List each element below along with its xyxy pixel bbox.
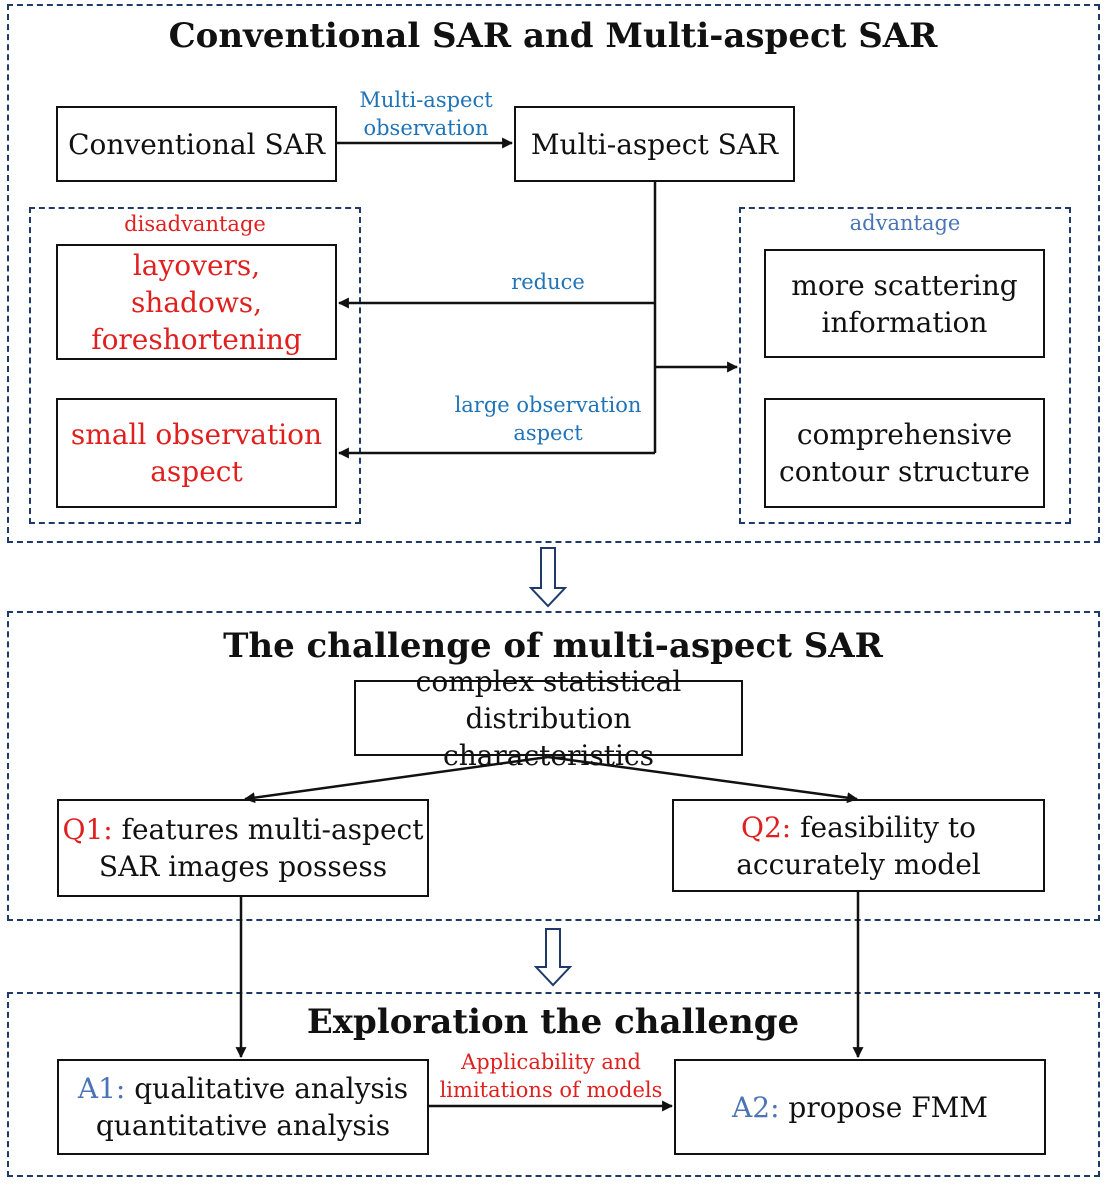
- a2-box: A2: propose FMM: [674, 1059, 1046, 1155]
- q1-prefix: Q1:: [62, 813, 113, 846]
- multi-aspect-observation-line2: observation: [363, 116, 489, 140]
- layovers-line1: layovers,: [132, 248, 261, 282]
- contour-line1: comprehensive: [796, 418, 1013, 451]
- section-title-exploration: Exploration the challenge: [306, 1002, 800, 1042]
- multi-aspect-sar-box: Multi-aspect SAR: [514, 106, 795, 182]
- large-observation-label: large observation aspect: [438, 391, 658, 447]
- a2-prefix: A2:: [732, 1090, 780, 1124]
- q2-box: Q2: feasibility to accurately model: [672, 799, 1045, 892]
- conventional-sar-text: Conventional SAR: [68, 127, 325, 161]
- scattering-info-box: more scattering information: [764, 249, 1045, 358]
- multi-aspect-sar-text: Multi-aspect SAR: [530, 127, 779, 161]
- section-title-challenge: The challenge of multi-aspect SAR: [223, 626, 883, 666]
- reduce-label: reduce: [511, 270, 585, 294]
- arrow-to-q1: [243, 755, 549, 804]
- disadvantage-label: disadvantage: [124, 212, 266, 236]
- multi-aspect-observation-line1: Multi-aspect: [359, 88, 493, 112]
- applicability-label: Applicability and limitations of models: [428, 1048, 674, 1104]
- q2-line1: feasibility to: [800, 810, 976, 844]
- disadvantage-group: [29, 207, 361, 524]
- q2-prefix: Q2:: [741, 810, 792, 844]
- a1-prefix: A1:: [77, 1072, 126, 1105]
- a1-line1: qualitative analysis: [134, 1072, 409, 1105]
- advantage-group: [739, 207, 1071, 524]
- conventional-sar-box: Conventional SAR: [56, 106, 337, 182]
- layovers-line2: shadows,: [130, 285, 263, 319]
- q2-line2: accurately model: [736, 847, 981, 881]
- large-observation-line2: aspect: [513, 421, 583, 445]
- contour-structure-box: comprehensive contour structure: [764, 398, 1045, 508]
- applicability-line2: limitations of models: [439, 1078, 663, 1102]
- multi-aspect-observation-label: Multi-aspect observation: [336, 86, 516, 142]
- q1-box: Q1: features multi-aspect SAR images pos…: [57, 799, 429, 897]
- layovers-box: layovers, shadows, foreshortening: [56, 244, 337, 360]
- complex-line1: complex statistical: [415, 664, 682, 698]
- layovers-line3: foreshortening: [91, 322, 302, 356]
- small-observation-line2: aspect: [150, 455, 243, 488]
- applicability-line1: Applicability and: [461, 1050, 641, 1074]
- large-observation-line1: large observation: [454, 393, 642, 417]
- q1-line1: features multi-aspect: [121, 813, 424, 846]
- q1-line2: SAR images possess: [98, 850, 388, 883]
- section-exploration: [7, 992, 1100, 1177]
- a1-line2: quantitative analysis: [95, 1109, 391, 1142]
- section-conventional-vs-multi: [7, 4, 1100, 543]
- section-title-conventional: Conventional SAR and Multi-aspect SAR: [168, 16, 938, 56]
- scattering-line1: more scattering: [791, 268, 1018, 302]
- a1-box: A1: qualitative analysis quantitative an…: [57, 1059, 429, 1155]
- arrow-to-q2: [547, 755, 859, 804]
- section-challenge: [7, 611, 1100, 921]
- contour-line2: contour structure: [779, 455, 1030, 488]
- a2-text: propose FMM: [788, 1090, 988, 1124]
- small-observation-box: small observation aspect: [56, 398, 337, 508]
- hollow-arrow-1: [528, 547, 568, 608]
- hollow-arrow-2: [533, 928, 573, 987]
- small-observation-line1: small observation: [70, 418, 323, 451]
- advantage-label: advantage: [849, 211, 961, 235]
- scattering-line2: information: [821, 305, 988, 339]
